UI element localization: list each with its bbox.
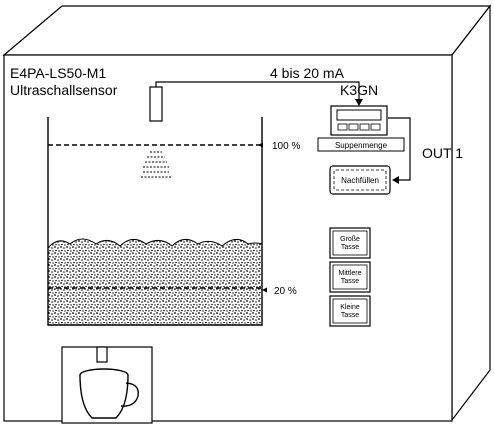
soup-surface (47, 238, 263, 249)
marker-20-icon (262, 287, 267, 293)
medium-cup-label-2: Tasse (341, 278, 359, 285)
sensor-type: Ultraschallsensor (10, 82, 118, 98)
tank-walls (47, 117, 263, 326)
controller-display (336, 109, 382, 121)
cabinet-top (2, 5, 492, 56)
large-cup-label-1: Große (340, 236, 360, 243)
out1-wire (388, 117, 411, 181)
marker-100-icon (258, 142, 263, 148)
soup-fill (48, 239, 262, 325)
ultrasonic-sensor (149, 86, 163, 122)
sensor-wire (155, 81, 360, 100)
cup-icon (79, 368, 139, 419)
controller-k3gn (330, 105, 388, 136)
medium-cup-label-1: Mittlere (339, 270, 362, 277)
level-20-label: 20 % (274, 286, 297, 297)
small-cup-button[interactable]: Kleine Tasse (329, 295, 371, 327)
cabinet-side (451, 4, 491, 422)
controller-key-4[interactable] (370, 123, 381, 131)
controller-key-3[interactable] (359, 123, 370, 131)
signal-wiring (155, 81, 411, 181)
ultrasonic-wave-icon (141, 151, 171, 178)
sensor-model: E4PA-LS50-M1 (10, 65, 106, 81)
tank (47, 117, 263, 326)
dispense-nozzle (96, 346, 108, 363)
level-100-label: 100 % (272, 141, 300, 152)
dispense-area (61, 346, 153, 424)
controller-key-1[interactable] (337, 123, 348, 131)
refill-button[interactable]: Nachfüllen (329, 165, 391, 195)
signal-label: 4 bis 20 mA (270, 65, 345, 81)
large-cup-label-2: Tasse (341, 244, 359, 251)
small-cup-label-1: Kleine (340, 304, 360, 311)
suppenmenge-label-box (317, 137, 405, 152)
arrow-to-refill-icon (392, 176, 399, 184)
controller-key-2[interactable] (348, 123, 359, 131)
suppenmenge-label: Suppenmenge (335, 141, 388, 150)
small-cup-label-2: Tasse (341, 312, 359, 319)
out1-label: OUT 1 (422, 145, 463, 161)
arrow-to-controller-icon (355, 99, 363, 106)
refill-button-label: Nachfüllen (341, 176, 379, 185)
large-cup-button[interactable]: Große Tasse (329, 227, 371, 259)
medium-cup-button[interactable]: Mittlere Tasse (329, 261, 371, 293)
